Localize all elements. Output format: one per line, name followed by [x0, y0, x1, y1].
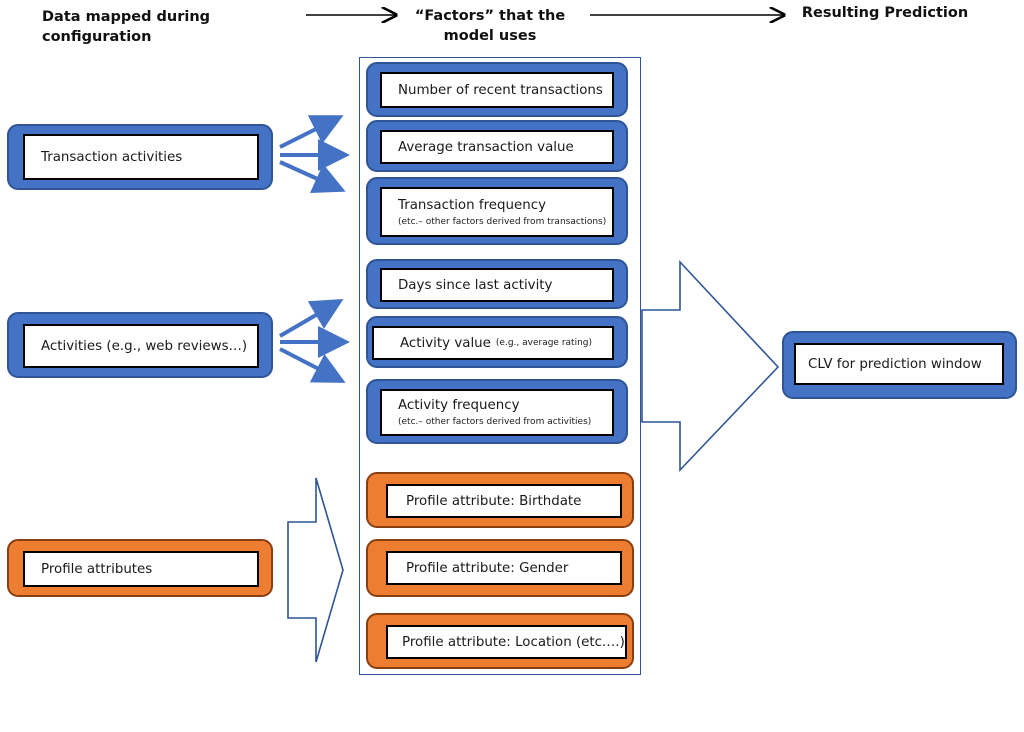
factor-recent-transactions: Number of recent transactions [366, 62, 628, 117]
factor-profile-gender: Profile attribute: Gender [366, 539, 634, 597]
header-factors: “Factors” that the model uses [414, 8, 566, 44]
factor-activity-value-note: (e.g., average rating) [495, 337, 593, 348]
factor-transaction-frequency-note: (etc.– other factors derived from transa… [398, 216, 607, 227]
profile-attributes-box: Profile attributes [7, 539, 273, 597]
transaction-activities-label: Transaction activities [41, 149, 183, 165]
factor-activity-frequency-label: Activity frequency [398, 398, 520, 413]
factor-average-transaction-value: Average transaction value [366, 120, 628, 172]
factor-profile-gender-label: Profile attribute: Gender [406, 560, 569, 576]
big-arrow-to-clv [641, 259, 780, 473]
clv-result-box: CLV for prediction window [782, 331, 1017, 399]
factor-activity-value: Activity value (e.g., average rating) [366, 316, 628, 368]
factor-transaction-frequency: Transaction frequency (etc.– other facto… [366, 177, 628, 245]
header-data-mapped: Data mapped during configuration [42, 9, 211, 45]
factor-profile-birthdate-label: Profile attribute: Birthdate [406, 493, 582, 509]
factors-frame [359, 57, 641, 675]
factor-average-transaction-value-label: Average transaction value [398, 139, 574, 155]
header-prediction: Resulting Prediction [801, 5, 969, 21]
factor-transaction-frequency-label: Transaction frequency [398, 197, 547, 213]
factor-days-since-last-activity: Days since last activity [366, 259, 628, 309]
transaction-activities-box: Transaction activities [7, 124, 273, 190]
transaction-fan-arrows [279, 115, 350, 194]
clv-result-label: CLV for prediction window [808, 356, 982, 372]
profile-outline-arrow [287, 477, 344, 663]
activities-box: Activities (e.g., web reviews…) [7, 312, 273, 378]
factor-activity-frequency: Activity frequency (etc.– other factors … [366, 379, 628, 444]
factor-activity-frequency-note: (etc.– other factors derived from activi… [398, 417, 592, 427]
factor-profile-location-label: Profile attribute: Location (etc.…) [402, 634, 625, 650]
activities-fan-arrows [278, 298, 350, 383]
factor-days-since-last-activity-label: Days since last activity [398, 277, 553, 293]
factor-activity-value-label: Activity value [400, 335, 491, 351]
factor-profile-birthdate: Profile attribute: Birthdate [366, 472, 634, 528]
activities-label: Activities (e.g., web reviews…) [41, 338, 248, 354]
factor-recent-transactions-label: Number of recent transactions [398, 82, 603, 98]
factor-profile-location: Profile attribute: Location (etc.…) [366, 613, 634, 669]
profile-attributes-label: Profile attributes [41, 561, 153, 577]
